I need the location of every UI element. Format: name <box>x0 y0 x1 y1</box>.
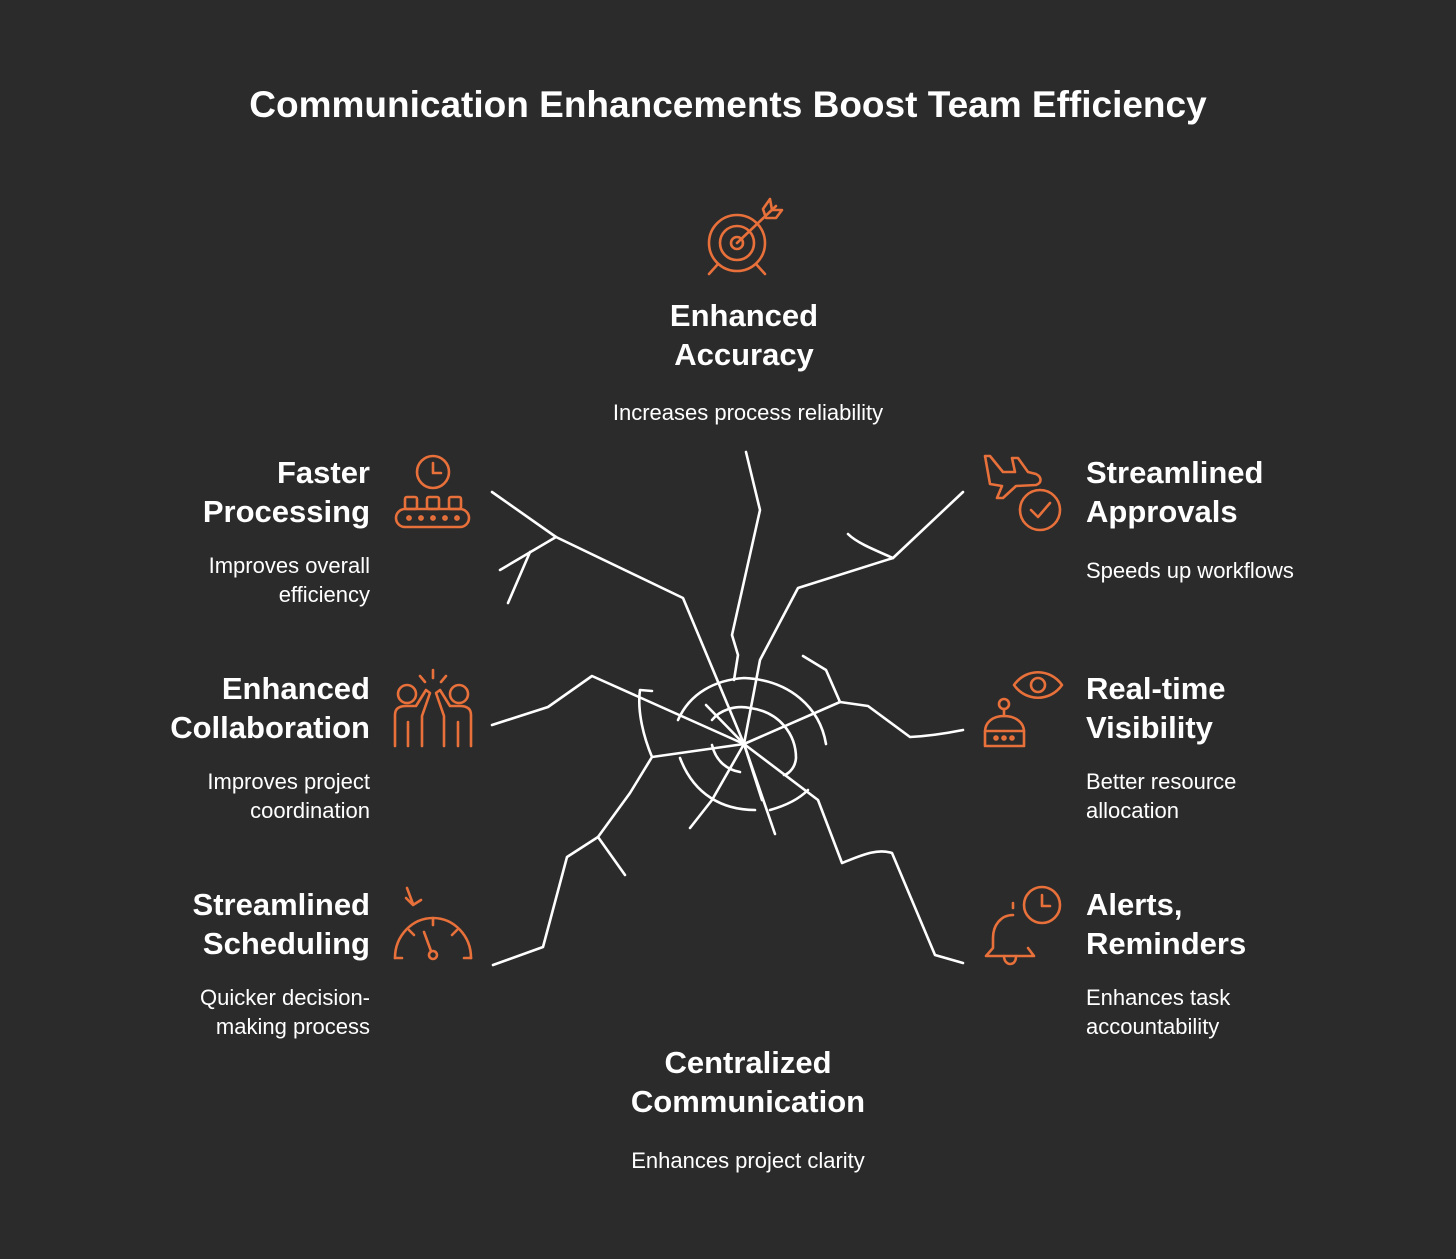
accuracy-heading-line1: Enhanced <box>669 298 819 333</box>
approvals-description: Speeds up workflows <box>1086 558 1294 583</box>
eye-robot-icon <box>983 671 1064 748</box>
scheduling-heading: Streamlined Scheduling <box>70 885 370 963</box>
processing-heading-line1: Faster <box>276 455 370 490</box>
processing-description-line2: efficiency <box>278 582 370 607</box>
accuracy-heading-line2: Accuracy <box>674 337 814 372</box>
collaboration-heading: Enhanced Collaboration <box>70 669 370 747</box>
center-description: Enhances project clarity <box>631 1148 865 1173</box>
scheduling-description-line1: Quicker decision- <box>200 985 370 1010</box>
collaboration-heading-line1: Enhanced <box>221 671 370 706</box>
visibility-description-line1: Better resource <box>1086 769 1237 794</box>
alerts-heading-line2: Reminders <box>1086 926 1247 961</box>
center-heading-line1: Centralized <box>664 1045 832 1080</box>
bell-clock-icon <box>984 885 1062 966</box>
processing-description-line1: Improves overall <box>208 553 370 578</box>
plane-check-icon <box>983 454 1062 532</box>
alerts-heading: Alerts, Reminders <box>1086 885 1386 963</box>
accuracy-heading: Enhanced Accuracy <box>594 296 894 374</box>
visibility-description-line2: allocation <box>1086 798 1179 823</box>
crack-lines <box>490 450 965 967</box>
center-heading: Centralized Communication <box>548 1043 948 1121</box>
collaboration-description: Improves project coordination <box>70 767 370 825</box>
scheduling-description-line2: making process <box>215 1014 370 1039</box>
visibility-heading-line2: Visibility <box>1086 710 1213 745</box>
processing-description: Improves overall efficiency <box>90 551 370 609</box>
processing-heading-line2: Processing <box>202 494 370 529</box>
scheduling-heading-line2: Scheduling <box>202 926 370 961</box>
processing-heading: Faster Processing <box>90 453 370 531</box>
scheduling-heading-line1: Streamlined <box>192 887 370 922</box>
conveyor-clock-icon <box>394 454 471 529</box>
alerts-description: Enhances task accountability <box>1086 983 1386 1041</box>
alerts-description-line2: accountability <box>1086 1014 1220 1039</box>
collaboration-description-line2: coordination <box>250 798 370 823</box>
target-arrow-icon <box>707 197 784 276</box>
center-heading-line2: Communication <box>630 1084 866 1119</box>
approvals-heading-line1: Streamlined <box>1086 455 1264 490</box>
visibility-heading-line1: Real-time <box>1086 671 1226 706</box>
alerts-heading-line1: Alerts, <box>1086 887 1183 922</box>
visibility-heading: Real-time Visibility <box>1086 669 1386 747</box>
speedometer-icon <box>393 886 473 961</box>
alerts-description-line1: Enhances task <box>1086 985 1231 1010</box>
visibility-description: Better resource allocation <box>1086 767 1386 825</box>
scheduling-description: Quicker decision- making process <box>70 983 370 1041</box>
accuracy-description: Increases process reliability <box>612 400 884 425</box>
cracked-glass-graphic <box>490 450 965 967</box>
approvals-heading: Streamlined Approvals <box>1086 453 1416 531</box>
approvals-heading-line2: Approvals <box>1086 494 1238 529</box>
collaboration-description-line1: Improves project <box>207 769 370 794</box>
collaboration-heading-line2: Collaboration <box>170 710 370 745</box>
diagram-title: Communication Enhancements Boost Team Ef… <box>249 84 1207 125</box>
high-five-icon <box>393 668 473 748</box>
